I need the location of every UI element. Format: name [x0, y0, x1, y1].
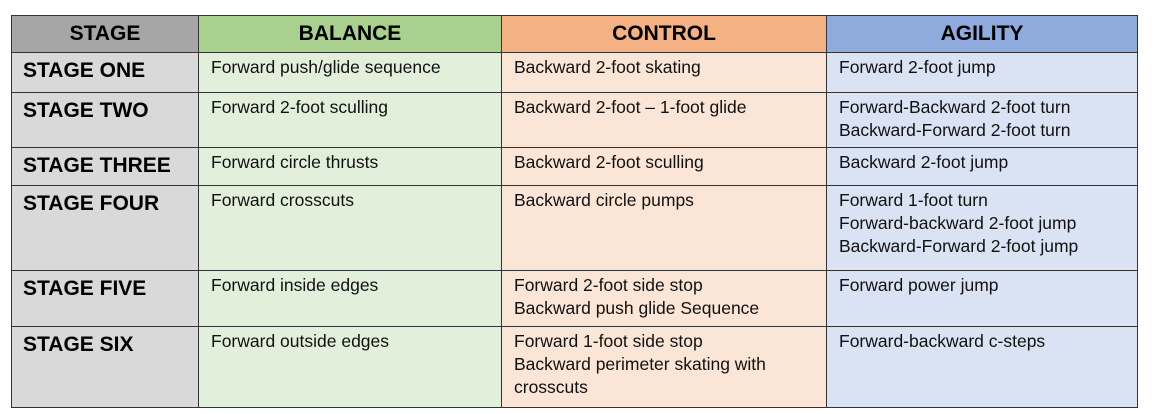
agility-cell: Forward 1-foot turn Forward-backward 2-f…: [826, 185, 1138, 271]
skill-item: Forward push/glide sequence: [211, 57, 441, 77]
skill-item: Backward-Forward 2-foot turn: [839, 120, 1071, 140]
stage-cell: STAGE TWO: [11, 92, 199, 148]
skill-item: Backward perimeter skating with crosscut…: [514, 354, 766, 397]
skill-item: Backward push glide Sequence: [514, 298, 760, 318]
skill-item: Forward inside edges: [211, 275, 379, 295]
header-row: STAGE BALANCE CONTROL AGILITY: [11, 15, 1138, 53]
table-row: STAGE FOUR Forward crosscuts Backward ci…: [11, 185, 1138, 271]
skill-item: Backward 2-foot skating: [514, 57, 701, 77]
table-row: STAGE TWO Forward 2-foot sculling Backwa…: [11, 92, 1138, 148]
skill-item: Forward-Backward 2-foot turn: [839, 97, 1071, 117]
header-balance: BALANCE: [198, 15, 502, 53]
skill-item: Forward-backward 2-foot jump: [839, 213, 1077, 233]
table-row: STAGE SIX Forward outside edges Forward …: [11, 326, 1138, 408]
balance-cell: Forward 2-foot sculling: [198, 92, 502, 148]
stage-cell: STAGE FIVE: [11, 270, 199, 327]
balance-cell: Forward circle thrusts: [198, 147, 502, 186]
header-agility: AGILITY: [826, 15, 1138, 53]
header-stage: STAGE: [11, 15, 199, 53]
control-cell: Backward circle pumps: [501, 185, 827, 271]
table-row: STAGE ONE Forward push/glide sequence Ba…: [11, 52, 1138, 93]
skill-item: Forward 1-foot side stop: [514, 331, 703, 351]
balance-cell: Forward push/glide sequence: [198, 52, 502, 93]
agility-cell: Backward 2-foot jump: [826, 147, 1138, 186]
header-control: CONTROL: [501, 15, 827, 53]
skill-item: Forward outside edges: [211, 331, 390, 351]
skill-item: Forward 2-foot side stop: [514, 275, 703, 295]
control-cell: Forward 2-foot side stop Backward push g…: [501, 270, 827, 327]
agility-cell: Forward-Backward 2-foot turn Backward-Fo…: [826, 92, 1138, 148]
agility-cell: Forward power jump: [826, 270, 1138, 327]
stage-cell: STAGE SIX: [11, 326, 199, 408]
balance-cell: Forward crosscuts: [198, 185, 502, 271]
skills-table-container: STAGE BALANCE CONTROL AGILITY STAGE ONE …: [11, 15, 1138, 408]
control-cell: Forward 1-foot side stop Backward perime…: [501, 326, 827, 408]
skill-item: Forward-backward c-steps: [839, 331, 1046, 351]
stage-cell: STAGE THREE: [11, 147, 199, 186]
agility-cell: Forward 2-foot jump: [826, 52, 1138, 93]
balance-cell: Forward inside edges: [198, 270, 502, 327]
control-cell: Backward 2-foot sculling: [501, 147, 827, 186]
skill-item: Backward 2-foot – 1-foot glide: [514, 97, 747, 117]
agility-cell: Forward-backward c-steps: [826, 326, 1138, 408]
skill-item: Forward crosscuts: [211, 190, 354, 210]
skill-item: Forward 2-foot sculling: [211, 97, 389, 117]
stage-cell: STAGE FOUR: [11, 185, 199, 271]
control-cell: Backward 2-foot – 1-foot glide: [501, 92, 827, 148]
skill-item: Backward circle pumps: [514, 190, 694, 210]
table-row: STAGE THREE Forward circle thrusts Backw…: [11, 147, 1138, 186]
stage-cell: STAGE ONE: [11, 52, 199, 93]
skill-item: Backward 2-foot sculling: [514, 152, 704, 172]
skill-item: Backward 2-foot jump: [839, 152, 1009, 172]
skill-item: Forward circle thrusts: [211, 152, 379, 172]
skill-item: Forward power jump: [839, 275, 999, 295]
table-row: STAGE FIVE Forward inside edges Forward …: [11, 270, 1138, 327]
skills-table: STAGE BALANCE CONTROL AGILITY STAGE ONE …: [11, 15, 1138, 408]
balance-cell: Forward outside edges: [198, 326, 502, 408]
control-cell: Backward 2-foot skating: [501, 52, 827, 93]
skill-item: Backward-Forward 2-foot jump: [839, 236, 1079, 256]
skill-item: Forward 2-foot jump: [839, 57, 996, 77]
skill-item: Forward 1-foot turn: [839, 190, 988, 210]
